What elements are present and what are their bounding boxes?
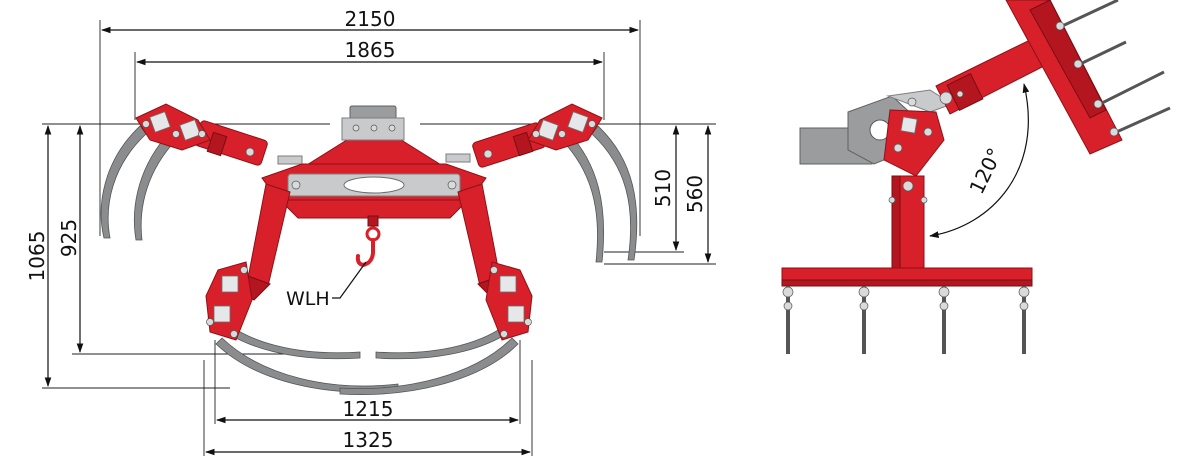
dim-overall-width-label: 2150 — [345, 7, 396, 31]
dim-hanger-upper-label: 560 — [683, 175, 707, 213]
dimension-overall-width: 2150 — [101, 7, 639, 34]
dimension-closed-outer: 1325 — [205, 428, 531, 456]
side-beam — [781, 267, 1033, 287]
dim-height-total-label: 1065 — [25, 231, 49, 282]
left-cylinder — [194, 120, 268, 166]
front-view: 2150 1865 1215 1325 1065 925 510 — [25, 7, 716, 456]
hook-label: WLH — [286, 288, 330, 310]
raised-frame — [1005, 0, 1171, 155]
right-cylinder — [472, 122, 546, 168]
dimension-height-tines: 925 — [57, 125, 84, 353]
dim-hanger-lower-label: 510 — [651, 169, 675, 207]
rotator-link — [883, 97, 945, 177]
left-lower-knuckle — [205, 261, 253, 341]
dim-height-tines-label: 925 — [57, 219, 81, 257]
raised-tines — [1055, 0, 1171, 137]
main-frame — [261, 105, 487, 219]
dimension-hanger-lower: 510 — [651, 125, 680, 251]
dimension-hanger-upper: 560 — [683, 125, 712, 263]
dim-closed-outer-label: 1325 — [343, 428, 394, 452]
dim-closed-inner-label: 1215 — [343, 397, 394, 421]
dim-tine-width-label: 1865 — [345, 38, 396, 62]
hook-callout: WLH — [286, 261, 367, 310]
side-tines — [782, 286, 1030, 354]
crane-hook — [355, 215, 381, 267]
open-tines-right — [561, 125, 638, 263]
left-tine-pivot — [135, 103, 211, 151]
side-column — [888, 175, 928, 271]
closed-tines — [207, 311, 527, 395]
dimension-height-total: 1065 — [25, 125, 52, 387]
right-lower-knuckle — [485, 261, 533, 341]
angle-label: 120° — [964, 144, 1007, 198]
right-tine-pivot — [527, 103, 603, 151]
dimension-closed-inner: 1215 — [216, 397, 519, 424]
dimension-tine-width: 1865 — [136, 38, 603, 66]
side-view: 120° — [781, 0, 1171, 354]
